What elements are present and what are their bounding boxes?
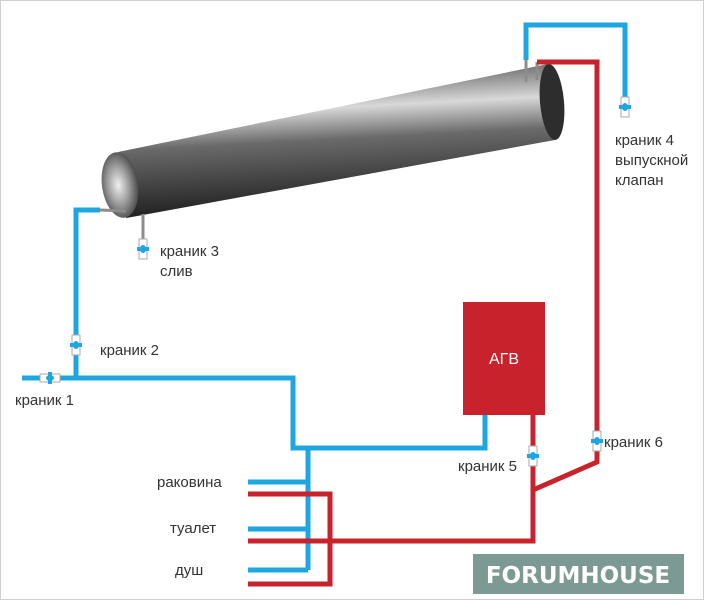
valve-4-note-2: клапан [615,172,664,189]
valve-2-label: краник 2 [100,342,159,359]
valve-3-label: краник 3 [160,243,219,260]
valve-4-label: краник 4 [615,132,674,149]
valve-1-icon[interactable] [39,371,61,385]
storage-tank [101,64,565,218]
forumhouse-logo: FORUMHOUSE [473,554,684,594]
valve-6-icon[interactable] [590,430,604,452]
fixture-sink-label: раковина [157,474,222,491]
cold-water-pipes [22,22,628,573]
svg-text:FORUMHOUSE: FORUMHOUSE [486,563,670,589]
fixture-shower-label: душ [175,562,203,579]
valve-1-label: краник 1 [15,392,74,409]
valve-5-icon[interactable] [526,445,540,467]
valve-3-icon[interactable] [136,238,150,260]
heater-label: АГВ [489,351,519,368]
valve-5-label: краник 5 [458,458,517,475]
fixture-toilet-label: туалет [170,520,216,537]
valve-2-icon[interactable] [69,334,83,356]
valve-4-note-1: выпускной [615,152,688,169]
gas-water-heater [463,302,545,415]
valve-3-note: слив [160,263,193,280]
valve-4-icon[interactable] [618,96,632,118]
tank-stubs [99,60,539,240]
valve-6-label: краник 6 [604,434,663,451]
